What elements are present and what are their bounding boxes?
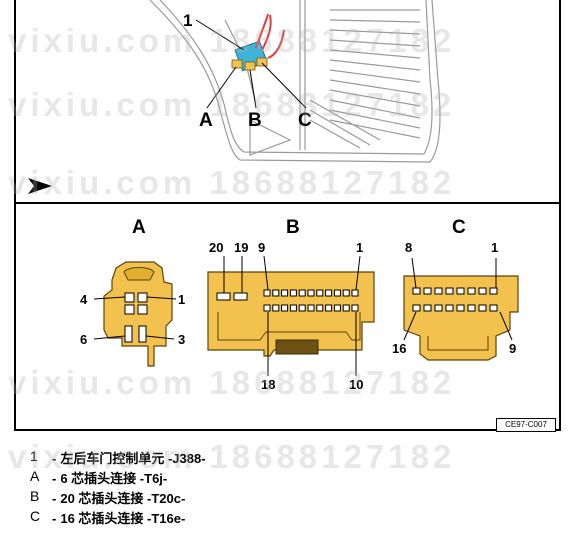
direction-arrow-icon <box>28 178 52 194</box>
connector-c-pin-1: 1 <box>491 240 498 255</box>
legend-key: A <box>30 468 40 484</box>
connector-b-pin-cavity <box>272 304 280 312</box>
legend-text: 20 芯插头连接 -T20c- <box>60 491 186 506</box>
connector-c-pin-8: 8 <box>405 240 412 255</box>
connector-c-pin-cavity <box>423 287 432 295</box>
connector-b-pin-cavity <box>307 304 315 312</box>
legend-key: C <box>30 508 41 524</box>
connector-c <box>403 275 519 361</box>
connector-b-pin-cavity <box>325 304 333 312</box>
connector-c-pin-cavity <box>478 287 487 295</box>
connector-c-pin-cavity <box>489 287 498 295</box>
connector-b-pin-cavity <box>281 289 289 297</box>
connector-b-pin-cavity <box>351 304 359 312</box>
wiring-harness <box>255 13 285 59</box>
connector-b-pin-cavity <box>281 304 289 312</box>
connector-a <box>103 261 173 367</box>
connector-b-pin-cavity <box>316 289 324 297</box>
legend-separator: - <box>52 511 57 526</box>
connector-b-pin-cavity <box>333 289 341 297</box>
callout-b: B <box>248 110 262 131</box>
connector-c-title: C <box>452 217 466 238</box>
connector-b-pin-18: 18 <box>261 377 275 392</box>
connector-b-pin-cavity <box>263 289 271 297</box>
connector-b-pin-cavity <box>333 304 341 312</box>
connector-b-pin-19: 19 <box>234 240 248 255</box>
connector-b-pin-cavity <box>298 289 306 297</box>
connector-c-pin-cavity <box>478 304 487 312</box>
connector-c-pin-cavity <box>467 304 476 312</box>
legend-key: 1 <box>30 448 38 464</box>
connector-b-pin-20: 20 <box>209 240 223 255</box>
legend-item: B - 20 芯插头连接 -T20c- <box>30 488 570 509</box>
connector-b-pin-cavity <box>316 304 324 312</box>
connector-b <box>207 271 375 357</box>
connector-b-pin-cavity <box>263 304 271 312</box>
connector-a-leaders <box>93 296 177 340</box>
connector-b-pin-9: 9 <box>258 240 265 255</box>
legend-item: 1 - 左后车门控制单元 -J388- <box>30 448 570 469</box>
connector-b-pin-cavity <box>272 289 280 297</box>
callout-1: 1 <box>183 11 192 30</box>
legend: 1 - 左后车门控制单元 -J388- A - 6 芯插头连接 -T6j- B … <box>30 448 570 529</box>
door-illustration <box>149 0 441 163</box>
connector-b-pin-cavity <box>289 304 297 312</box>
connector-a-pin-4: 4 <box>80 292 88 307</box>
connector-c-pin-cavity <box>412 304 421 312</box>
connector-c-pin-cavity <box>412 287 421 295</box>
connector-b-leaders <box>223 255 361 376</box>
diagram-frame <box>14 0 561 431</box>
connector-a-pin-3: 3 <box>178 332 185 347</box>
connector-c-pin-cavity <box>456 287 465 295</box>
control-unit-j388 <box>231 40 268 72</box>
connector-c-pin-cavity <box>489 304 498 312</box>
connector-c-pin-cavity <box>467 287 476 295</box>
connector-b-pin-cavity <box>307 289 315 297</box>
connector-c-pin-cavity <box>445 287 454 295</box>
legend-item: A - 6 芯插头连接 -T6j- <box>30 468 570 489</box>
connector-b-pin-cavity <box>289 289 297 297</box>
connector-c-pin-cavity <box>434 287 443 295</box>
section-divider <box>14 202 561 204</box>
legend-separator: - <box>52 451 57 466</box>
figure-code: CE97-C007 <box>496 418 556 432</box>
connector-b-pin-cavity <box>342 289 350 297</box>
legend-item: C - 16 芯插头连接 -T16e- <box>30 508 570 529</box>
connector-b-pin-cavity <box>342 304 350 312</box>
connector-b-pin-cavity <box>298 304 306 312</box>
legend-key: B <box>30 488 40 504</box>
connector-c-pin-cavity <box>434 304 443 312</box>
connector-c-pin-9: 9 <box>509 341 516 356</box>
connector-c-pin-16: 16 <box>392 341 406 356</box>
connector-b-title: B <box>286 217 300 238</box>
connector-b-pin-1: 1 <box>356 240 363 255</box>
legend-separator: - <box>52 471 57 486</box>
callout-c: C <box>298 110 312 131</box>
connector-a-pin-6: 6 <box>80 332 87 347</box>
connector-b-pin-10: 10 <box>349 377 363 392</box>
connector-b-pin-cavity <box>351 289 359 297</box>
callout-a: A <box>199 110 213 131</box>
callout-leaders <box>195 19 307 109</box>
connector-a-pin-1: 1 <box>178 292 185 307</box>
legend-text: 6 芯插头连接 -T6j- <box>60 471 168 486</box>
connector-b-pin-cavity <box>325 289 333 297</box>
connector-a-title: A <box>132 217 146 238</box>
connector-c-pin-cavity <box>423 304 432 312</box>
legend-text: 16 芯插头连接 -T16e- <box>60 511 186 526</box>
legend-text: 左后车门控制单元 -J388- <box>60 451 206 466</box>
connector-c-pin-cavity <box>456 304 465 312</box>
legend-separator: - <box>52 491 57 506</box>
connector-c-leaders <box>403 257 513 341</box>
connector-c-pin-cavity <box>445 304 454 312</box>
